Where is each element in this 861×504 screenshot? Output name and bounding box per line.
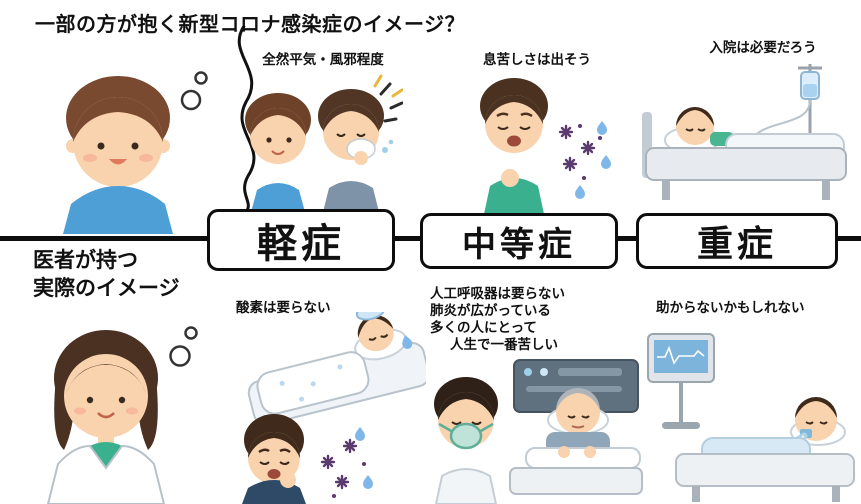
top-title: 一部の方が抱く新型コロナ感染症のイメージ？	[35, 12, 466, 36]
moderate-image-top-illustration	[480, 78, 611, 214]
severity-label-severe: 重症	[696, 224, 777, 265]
emphasis-marks	[379, 82, 403, 123]
caption-top-moderate: 息苦しさは出そう	[483, 52, 591, 68]
severe-image-bottom-illustration	[647, 333, 855, 502]
hospital-bed	[645, 147, 847, 181]
virus-particles	[558, 121, 611, 199]
severity-box-moderate: 中等症	[420, 213, 618, 269]
thought-bubble-small	[194, 71, 208, 85]
caption-bottom-mild: 酸素は要らない	[236, 300, 331, 316]
caption-line: 人工呼吸器は要らない	[430, 286, 565, 302]
doctor-thinking-illustration	[46, 326, 198, 504]
caption-line: 多くの人にとって	[430, 320, 537, 336]
connector-squiggle	[237, 26, 256, 214]
mild-image-bottom-illustration	[242, 312, 426, 504]
bottom-title-line1: 医者が持つ	[33, 248, 138, 272]
caption-top-mild: 全然平気・風邪程度	[262, 52, 384, 68]
gray-hair	[556, 388, 600, 410]
virus-particles	[320, 427, 373, 498]
severity-label-mild: 軽症	[257, 221, 345, 267]
thought-bubble	[180, 89, 202, 111]
thought-bubble-small	[184, 326, 198, 340]
man-thinking-illustration	[63, 71, 208, 234]
caption-line: 人生で一番苦しい	[450, 337, 558, 353]
severity-box-mild: 軽症	[207, 209, 395, 271]
mild-image-top-illustration	[245, 74, 403, 212]
severe-image-top-illustration	[642, 64, 847, 200]
caption-top-severe: 入院は必要だろう	[709, 40, 817, 56]
bed-frame	[509, 467, 643, 495]
thought-bubble	[169, 345, 191, 367]
white-coat	[46, 444, 166, 504]
hospital-bed	[675, 453, 855, 487]
caption-bottom-severe: 助からないかもしれない	[656, 300, 805, 316]
moderate-image-bottom-illustration	[434, 359, 643, 504]
patient-monitor	[647, 333, 715, 429]
severity-box-severe: 重症	[636, 213, 838, 269]
ice-pack	[355, 312, 386, 321]
oxygen-mask	[449, 422, 483, 450]
blanket	[525, 447, 641, 469]
caption-bottom-moderate: 人工呼吸器は要らない 肺炎が広がっている 多くの人にとって 人生で一番苦しい	[430, 286, 565, 354]
sick-bed	[247, 312, 426, 426]
bottom-title-line2: 実際のイメージ	[33, 276, 180, 300]
caption-line: 肺炎が広がっている	[430, 303, 551, 319]
severity-label-moderate: 中等症	[462, 224, 576, 265]
bottom-title: 医者が持つ 実際のイメージ	[33, 246, 180, 302]
